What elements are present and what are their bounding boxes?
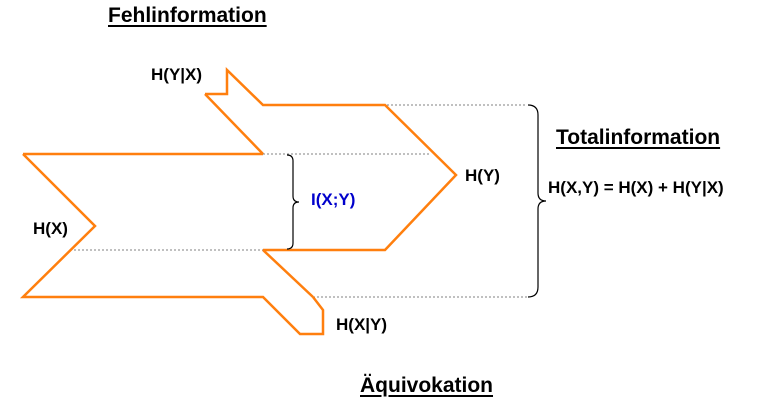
- totalinformation-heading: Totalinformation: [556, 126, 721, 149]
- joint-entropy-formula: H(X,Y) = H(X) + H(Y|X): [548, 178, 724, 197]
- conditional-entropy-y-given-x-label: H(Y|X): [151, 65, 203, 84]
- mutual-information-brace: [286, 154, 300, 250]
- total-information-brace: [527, 104, 547, 298]
- conditional-entropy-x-given-y-label: H(X|Y): [336, 315, 388, 334]
- entropy-y-label: H(Y): [465, 166, 500, 185]
- entropy-x-label: H(X): [33, 219, 68, 238]
- h-x-arrow-diagonal: [262, 249, 314, 298]
- fehlinformation-heading: Fehlinformation: [108, 4, 267, 27]
- h-x-arrow: [19, 152, 325, 336]
- aequivokation-heading: Äquivokation: [360, 374, 494, 397]
- h-y-arrow-diagonal: [204, 93, 264, 155]
- mutual-information-label: I(X;Y): [311, 190, 356, 209]
- h-y-arrow: [205, 67, 458, 252]
